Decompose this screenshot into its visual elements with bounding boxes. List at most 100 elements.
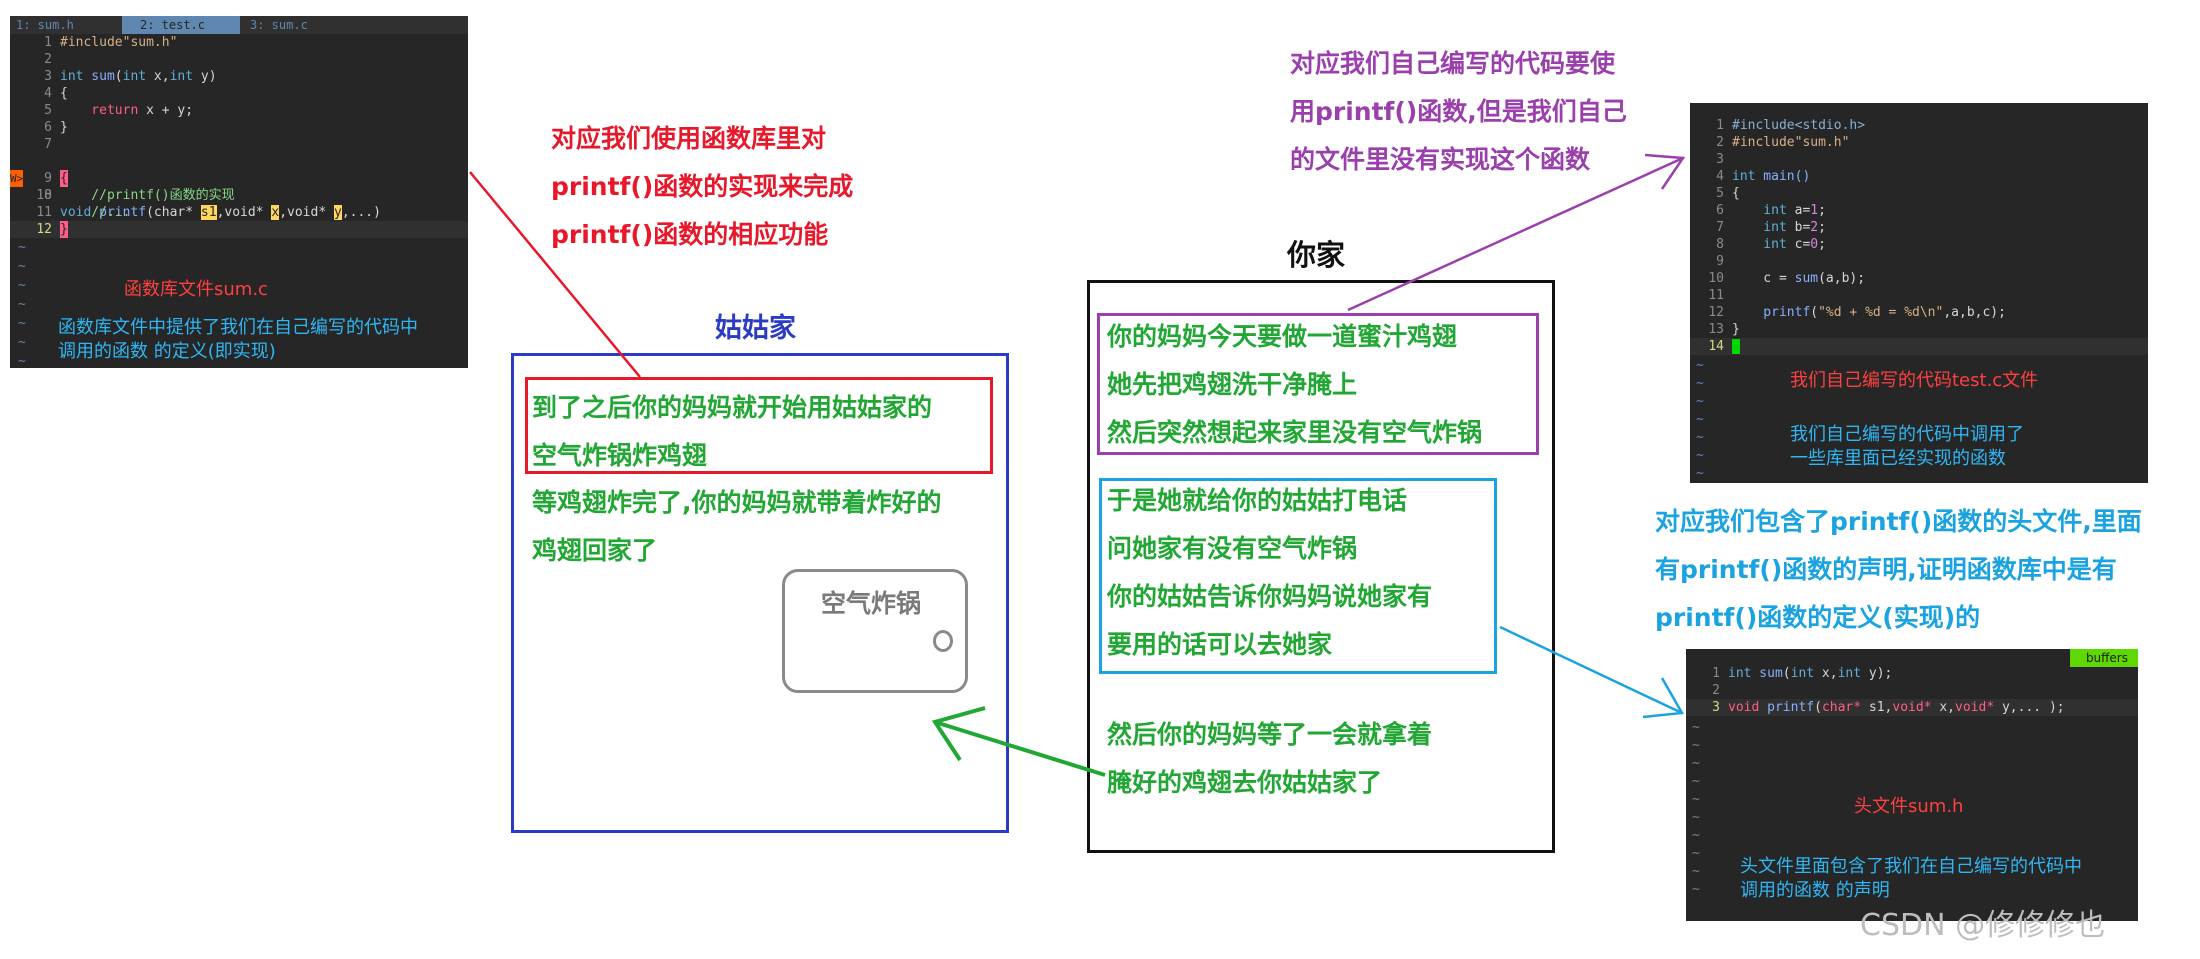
code-token: 0 [1810, 237, 1819, 252]
your-purple-box-text: 你的妈妈今天要做一道蜜汁鸡翅 她先把鸡翅洗干净腌上 然后突然想起来家里没有空气炸… [1107, 313, 1482, 457]
code-token: ( [1810, 305, 1819, 320]
code-token: ; [1818, 237, 1826, 252]
code-token: y) [193, 69, 217, 84]
your-bottom-text: 然后你的妈妈等了一会就拿着 腌好的鸡翅去你姑姑家了 [1107, 711, 1432, 807]
line-number: 2 [1716, 135, 1724, 150]
tab-sum-h[interactable]: 1: sum.h [16, 18, 74, 32]
code-line: printf("%d + %d = %d\n",a,b,c); [1732, 304, 2006, 321]
annotation-line: 对应我们使用函数库里对 [551, 124, 827, 153]
line-number: 14 [1708, 339, 1724, 354]
code-token: s1, [1861, 700, 1893, 715]
code-token: return [60, 103, 139, 118]
annotation-line: 的文件里没有实现这个函数 [1290, 145, 1591, 174]
code-line: } [1732, 322, 1740, 337]
line-number: 9 [44, 171, 52, 186]
code-line: int a=1; [1732, 202, 1826, 219]
code-token: void* [1892, 700, 1932, 715]
line-number: 8 [44, 188, 52, 203]
air-fryer-label: 空气炸锅 [821, 589, 922, 618]
line-number: 2 [1712, 683, 1720, 698]
code-token: void* [1955, 700, 1995, 715]
editor-caption: 调用的函数 的定义(即实现) [58, 341, 276, 362]
annotation-line: 用printf()函数,但是我们自己 [1290, 97, 1627, 126]
your-blue-box-text: 于是她就给你的姑姑打电话 问她家有没有空气炸锅 你的姑姑告诉你妈妈说她家有 要用… [1107, 477, 1432, 669]
line-number: 9 [1716, 254, 1724, 269]
story-line: 然后突然想起来家里没有空气炸锅 [1107, 418, 1483, 447]
code-token: x [271, 205, 280, 220]
your-house-title: 你家 [1287, 238, 1346, 272]
line-number: 4 [44, 86, 52, 101]
editor-label: 函数库文件sum.c [124, 279, 268, 300]
code-line: #include<stdio.h> [1732, 118, 1866, 133]
story-line: 要用的话可以去她家 [1107, 630, 1333, 659]
code-line: return x + y; [60, 102, 193, 119]
code-line: int sum(int x,int y); [1728, 665, 1892, 682]
line-number: 10 [1708, 271, 1724, 286]
annotation-line: 对应我们包含了printf()函数的头文件,里面 [1655, 507, 2142, 536]
code-token: int [1732, 220, 1787, 235]
blue-annotation: 对应我们包含了printf()函数的头文件,里面 有printf()函数的声明,… [1655, 498, 2142, 642]
aunt-after-text: 等鸡翅炸完了,你的妈妈就带着炸好的 鸡翅回家了 [532, 479, 942, 575]
story-line: 鸡翅回家了 [532, 536, 658, 565]
code-token: ,...) [341, 205, 381, 220]
line-number: 2 [44, 52, 52, 67]
code-token: int [1732, 169, 1756, 184]
code-line: } [60, 221, 68, 238]
code-token: sum [1751, 666, 1783, 681]
annotation-line: 对应我们自己编写的代码要使 [1290, 49, 1616, 78]
code-line: #include"sum.h" [1732, 135, 1850, 150]
include-directive: #include"sum.h" [60, 35, 178, 50]
code-token: c = [1732, 271, 1795, 286]
code-token: ; [1818, 203, 1826, 218]
code-line: //... [60, 205, 131, 220]
code-token: printf [91, 205, 147, 220]
code-line: { [60, 170, 68, 187]
tab-sum-c[interactable]: 3: sum.c [250, 18, 308, 32]
annotation-line: printf()函数的相应功能 [551, 220, 829, 249]
story-line: 空气炸锅炸鸡翅 [532, 441, 708, 470]
code-token: y); [1861, 666, 1893, 681]
editor-label: 头文件sum.h [1854, 796, 1964, 817]
code-token: int [1728, 666, 1752, 681]
code-token: sum [1794, 271, 1819, 286]
editor-caption: 调用的函数 的声明 [1740, 880, 1890, 901]
code-line: c = sum(a,b); [1732, 270, 1865, 287]
line-number: 3 [1712, 700, 1720, 715]
tab-bar: 1: sum.h 2: test.c 3: sum.c [10, 16, 468, 34]
story-line: 到了之后你的妈妈就开始用姑姑家的 [532, 393, 933, 422]
empty-line-gutter: ~ ~ ~ ~ ~ ~ ~ [1696, 358, 1704, 481]
line-number: 6 [1716, 203, 1724, 218]
code-token: sum [83, 69, 115, 84]
aunt-red-box-text: 到了之后你的妈妈就开始用姑姑家的 空气炸锅炸鸡翅 [532, 384, 932, 480]
code-token: int [169, 69, 194, 84]
code-line: { [1732, 186, 1740, 201]
line-number: 11 [1708, 288, 1724, 303]
code-token: y [333, 205, 342, 220]
code-token: void [60, 205, 92, 220]
code-token: int [1732, 203, 1787, 218]
code-token: ( [114, 69, 123, 84]
code-line: //printf()函数的实现 [60, 188, 235, 203]
code-token: main() [1755, 169, 1811, 184]
code-token: int [1837, 666, 1862, 681]
line-number: 1 [44, 35, 52, 50]
empty-line-gutter: ~ ~ ~ ~ ~ ~ ~ [18, 240, 26, 368]
code-line: int b=2; [1732, 219, 1826, 236]
line-number: 10 [36, 188, 52, 203]
line-number: 1 [1716, 118, 1724, 133]
your-purple-box [1097, 313, 1539, 455]
code-token: 2 [1810, 220, 1819, 235]
line-number: 6 [44, 120, 52, 135]
line-number: 4 [1716, 169, 1724, 184]
code-token: (a,b); [1818, 271, 1866, 286]
warning-marker: W> [10, 170, 24, 187]
tab-test-c[interactable]: 2: test.c [122, 16, 240, 34]
aunt-house-title: 姑姑家 [715, 313, 796, 344]
your-blue-box [1099, 478, 1497, 674]
code-token: ,void* [216, 205, 272, 220]
code-token: s1 [200, 205, 217, 220]
code-token: a= [1786, 203, 1811, 218]
editor-caption: 头文件里面包含了我们在自己编写的代码中 [1740, 856, 2082, 877]
